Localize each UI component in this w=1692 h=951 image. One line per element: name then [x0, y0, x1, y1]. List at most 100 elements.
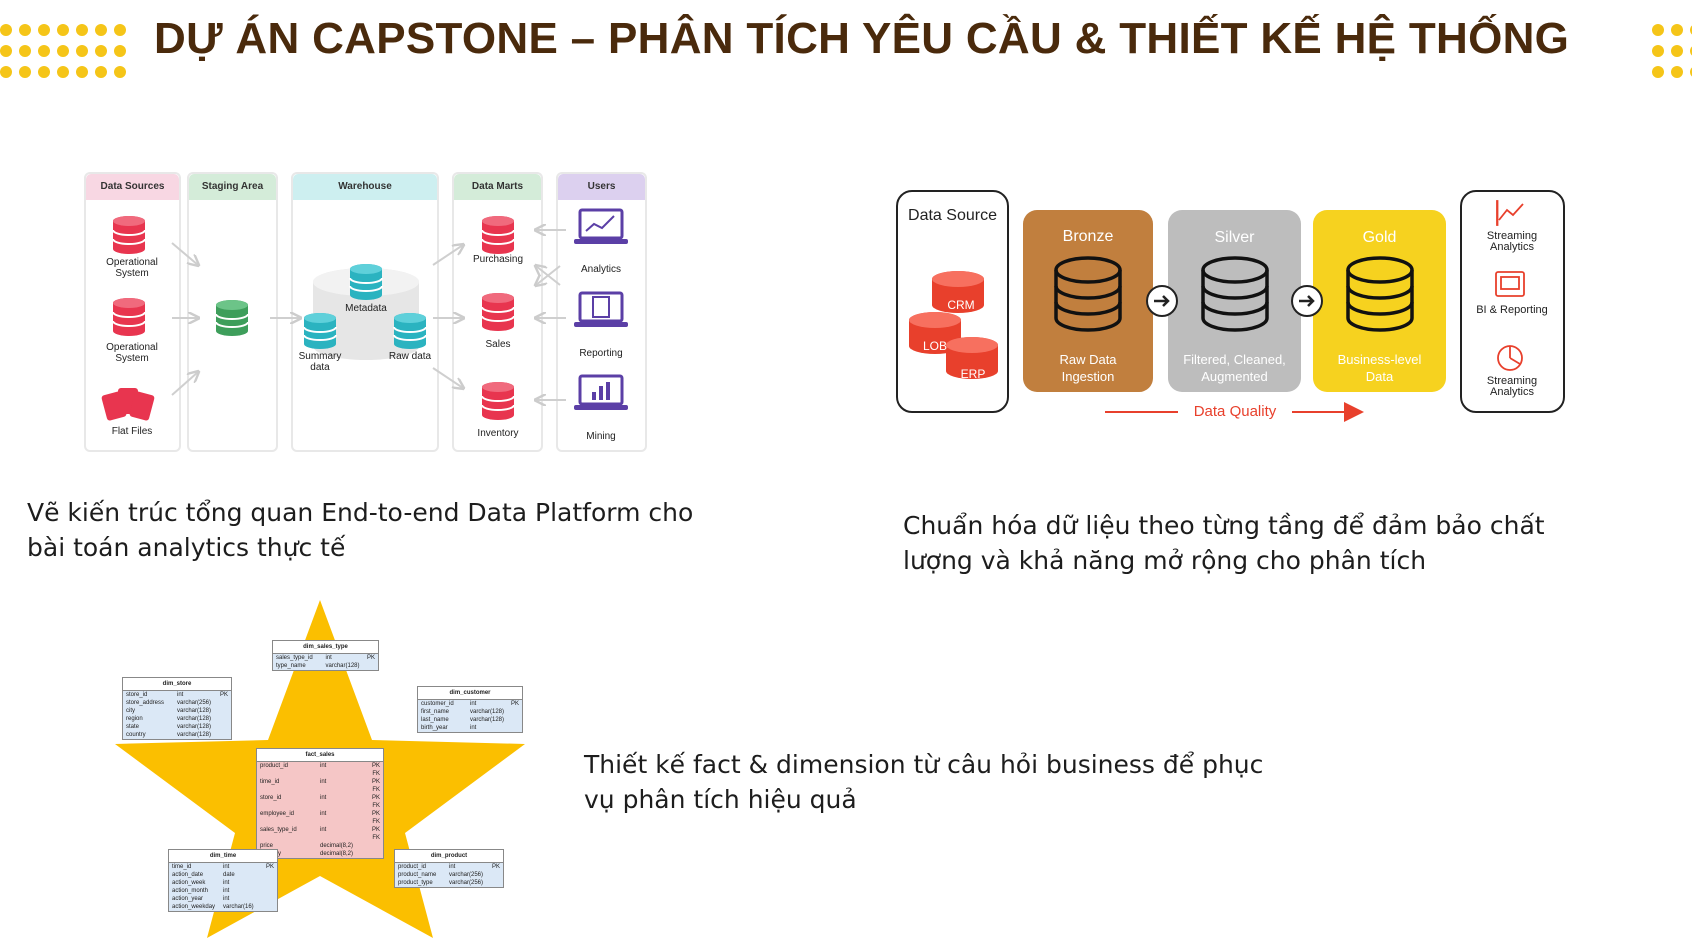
- column-key: [218, 699, 228, 707]
- schema-caption: Thiết kế fact & dimension từ câu hỏi bus…: [584, 750, 1264, 814]
- column-name: action_weekday: [172, 904, 216, 910]
- architecture-caption: Vẽ kiến trúc tổng quan End-to-end Data P…: [27, 498, 694, 562]
- table-row: product_type varchar(256): [395, 879, 503, 887]
- arrow-circle-icon: [1291, 285, 1323, 317]
- source-label: Flat Files: [111, 426, 153, 437]
- column-header: Staging Area: [189, 174, 276, 200]
- column-key: [368, 850, 380, 858]
- mart-label: Sales: [485, 339, 511, 350]
- warehouse-label: Raw data: [388, 351, 432, 362]
- column-type: varchar(256): [177, 700, 212, 706]
- column-type: varchar(128): [177, 716, 212, 722]
- column-key: [509, 716, 519, 724]
- column-type: varchar(16): [223, 904, 254, 910]
- bronze-db-icon: [1054, 256, 1122, 332]
- layer-desc: Raw Data Ingestion: [1059, 352, 1117, 384]
- silver-layer: [1168, 210, 1301, 392]
- column-name: city: [126, 708, 135, 714]
- column-key: [264, 887, 274, 895]
- table-title: dim_time: [169, 850, 277, 863]
- column-name: product_name: [398, 872, 437, 878]
- column-type: int: [177, 692, 184, 698]
- gold-layer: [1313, 210, 1446, 392]
- column-type: int: [449, 864, 456, 870]
- column-name: state: [126, 724, 140, 730]
- column-key: [490, 879, 500, 887]
- column-key: [368, 842, 380, 850]
- gold-db-icon: [1346, 256, 1414, 332]
- column-name: price: [260, 843, 274, 849]
- arrow-circle-icon: [1146, 285, 1178, 317]
- decor-dots-right: [1652, 24, 1692, 78]
- flow-arrows: [171, 230, 566, 400]
- column-name: product_id: [260, 763, 289, 769]
- column-name: time_id: [172, 864, 192, 870]
- column-key: [218, 707, 228, 715]
- consumer-label: Streaming Analytics: [1486, 230, 1538, 253]
- column-type: varchar(128): [177, 708, 212, 714]
- column-type: int: [223, 880, 230, 886]
- column-type: decimal(8,2): [320, 851, 354, 857]
- column-type: int: [223, 864, 230, 870]
- layer-name: Silver: [1214, 229, 1255, 246]
- column-key: [509, 708, 519, 716]
- column-name: action_week: [172, 880, 206, 886]
- column-name: product_type: [398, 880, 433, 886]
- column-name: country: [126, 732, 146, 738]
- column-key: PK FK: [371, 795, 380, 809]
- table-row: action_week int: [169, 879, 277, 887]
- layer-desc: Business-level Data: [1337, 352, 1422, 384]
- decor-dots-left: [0, 24, 126, 78]
- column-name: store_address: [126, 700, 165, 706]
- medallion-graphics: [909, 200, 1525, 422]
- flat-files-icon: [101, 388, 155, 421]
- column-type: date: [223, 872, 235, 878]
- layer-name: Gold: [1362, 229, 1397, 246]
- column-key: [490, 871, 500, 879]
- table-row: action_weekday varchar(16): [169, 903, 277, 911]
- table-title: dim_store: [123, 678, 231, 691]
- silver-db-icon: [1201, 256, 1269, 332]
- layer-name: Bronze: [1062, 228, 1114, 245]
- column-name: action_date: [172, 872, 204, 878]
- reporting-laptop-icon: [574, 291, 628, 327]
- column-name: customer_id: [421, 701, 454, 707]
- column-type: varchar(128): [470, 717, 505, 723]
- bronze-layer: [1023, 210, 1153, 392]
- column-name: action_month: [172, 888, 209, 894]
- column-key: [264, 871, 274, 879]
- warehouse-label: Metadata: [345, 303, 387, 314]
- column-name: employee_id: [260, 811, 295, 817]
- column-type: int: [325, 655, 332, 661]
- consumer-label: Streaming Analytics: [1486, 375, 1538, 398]
- layer-desc: Filtered, Cleaned, Augmented: [1183, 352, 1286, 384]
- source-item-label: CRM: [947, 298, 975, 312]
- streaming-analytics-icon: [1496, 200, 1524, 226]
- table-row: action_date date: [169, 871, 277, 879]
- analytics-laptop-icon: [574, 208, 628, 244]
- table-row: store_address varchar(256): [123, 699, 231, 707]
- column-key: PK: [219, 692, 228, 698]
- column-type: varchar(256): [449, 880, 484, 886]
- column-type: varchar(256): [449, 872, 484, 878]
- table-title: dim_sales_type: [273, 641, 378, 654]
- column-header: Warehouse: [293, 174, 437, 200]
- data-source-title: Data Source: [908, 207, 997, 224]
- column-name: region: [126, 716, 143, 722]
- streaming-analytics-icon: [1497, 345, 1523, 371]
- bi-reporting-icon: [1495, 271, 1525, 297]
- column-name: birth_year: [421, 725, 448, 731]
- column-name: sales_type_id: [276, 655, 313, 661]
- column-key: [264, 903, 274, 911]
